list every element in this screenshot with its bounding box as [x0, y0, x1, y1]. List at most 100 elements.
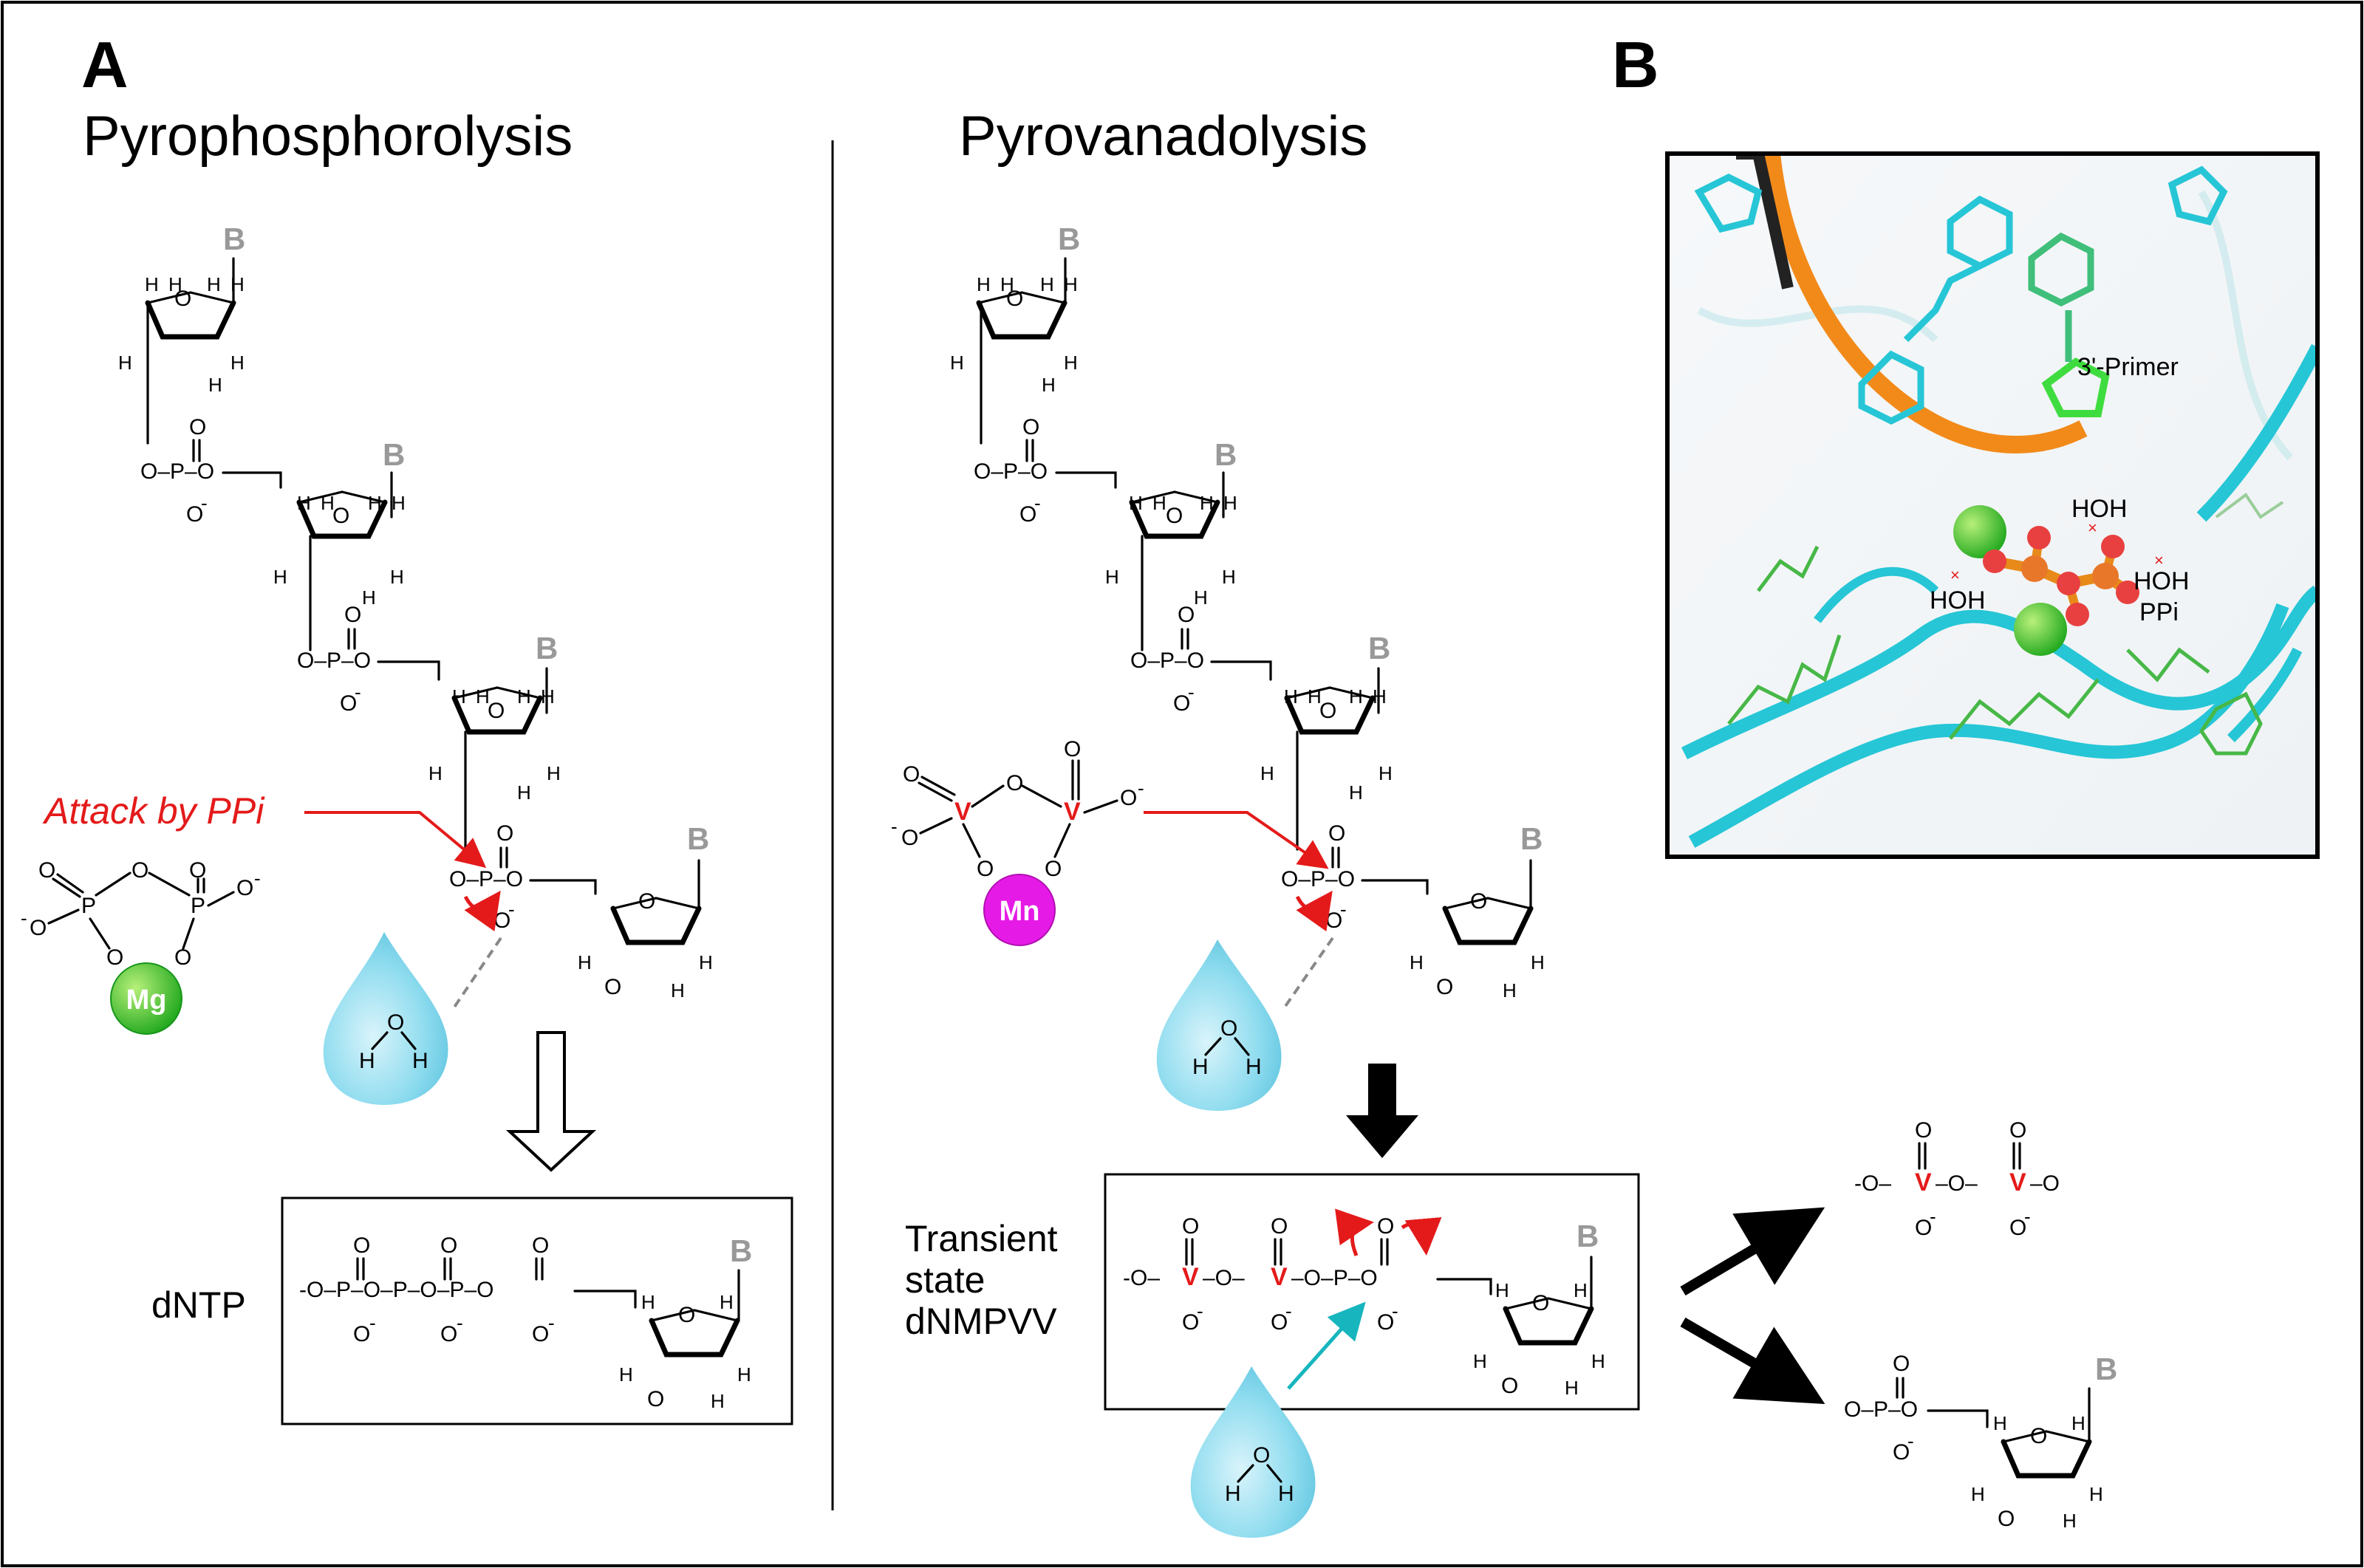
svg-text:O: O — [1045, 857, 1062, 881]
svg-text:H: H — [208, 374, 222, 396]
svg-text:H: H — [578, 951, 592, 973]
svg-text:H: H — [362, 586, 376, 609]
svg-text:O: O — [678, 1303, 695, 1327]
water-label: HOH — [2134, 567, 2190, 595]
svg-text:-: - — [21, 907, 27, 929]
svg-text:H: H — [547, 762, 561, 784]
svg-text:-: - — [1138, 777, 1144, 799]
svg-text:H: H — [1064, 352, 1078, 374]
svg-text:O: O — [1998, 1507, 2015, 1531]
svg-text:H: H — [1495, 1279, 1509, 1301]
svg-text:H: H — [1064, 273, 1078, 295]
structure-panel: × × × 3'-Primer HOH HOH HOH PPi — [1665, 151, 2320, 859]
svg-text:O: O — [1166, 504, 1183, 528]
svg-text:-: - — [1340, 898, 1347, 920]
svg-text:H: H — [1379, 762, 1393, 784]
svg-text:O: O — [1377, 1310, 1394, 1335]
svg-text:H: H — [297, 492, 311, 514]
svg-text:O: O — [1173, 691, 1190, 716]
svg-text:V: V — [1271, 1263, 1288, 1291]
svg-text:H: H — [359, 1049, 375, 1073]
svg-text:H: H — [2071, 1412, 2085, 1434]
svg-text:H: H — [1503, 979, 1517, 1002]
base-label: B — [223, 222, 245, 256]
svg-text:H: H — [1349, 781, 1363, 804]
svg-text:-: - — [201, 492, 208, 514]
svg-text:-: - — [2024, 1205, 2031, 1228]
base-label: B — [1215, 437, 1237, 472]
mn-label: Mn — [1000, 896, 1040, 927]
mg-ion — [110, 962, 182, 1035]
svg-text:O: O — [189, 415, 206, 439]
base-label: B — [1058, 222, 1080, 256]
dntp-label: dNTP — [151, 1284, 246, 1326]
svg-text:–O–: –O– — [1203, 1266, 1245, 1290]
svg-text:H: H — [1246, 1055, 1262, 1079]
svg-text:H: H — [1194, 586, 1208, 609]
base-label: B — [2095, 1352, 2117, 1386]
base-label: B — [687, 821, 709, 856]
svg-text:H: H — [619, 1363, 633, 1386]
svg-text:-: - — [1930, 1205, 1936, 1228]
svg-text:H: H — [699, 951, 713, 973]
ppi-mg-complex: O O O P P O- O- O O Mg — [21, 858, 261, 1035]
svg-text:H: H — [230, 273, 245, 295]
pyrovanadate-mn-complex: O O O V V O- O- O O Mn — [891, 737, 1144, 946]
left-title: Pyrophosphorolysis — [83, 105, 573, 168]
base-label: B — [1368, 631, 1390, 665]
svg-text:H: H — [428, 762, 443, 784]
panel-b-label: B — [1612, 28, 1659, 101]
svg-text:O: O — [1064, 737, 1081, 761]
svg-text:H: H — [2063, 1510, 2077, 1532]
svg-text:V: V — [1182, 1263, 1199, 1291]
svg-text:O: O — [1006, 771, 1023, 795]
svg-text:×: × — [2154, 551, 2164, 569]
svg-text:H: H — [517, 685, 531, 708]
svg-text:O–P–O: O–P–O — [1130, 648, 1204, 673]
svg-text:-: - — [891, 815, 898, 838]
svg-text:O: O — [1182, 1214, 1199, 1239]
svg-text:O: O — [1328, 821, 1345, 846]
svg-text:H: H — [1308, 685, 1322, 708]
svg-text:O: O — [1501, 1374, 1518, 1398]
svg-text:H: H — [207, 273, 221, 295]
svg-text:O: O — [1253, 1443, 1270, 1468]
svg-text:O: O — [440, 1322, 457, 1346]
svg-text:H: H — [1349, 685, 1363, 708]
svg-text:O: O — [1182, 1310, 1199, 1335]
svg-text:H: H — [711, 1390, 725, 1412]
svg-text:P: P — [191, 894, 205, 918]
svg-text:H: H — [541, 685, 555, 708]
svg-text:O: O — [344, 603, 361, 627]
svg-text:O: O — [186, 502, 203, 527]
svg-text:-: - — [369, 1312, 376, 1334]
attack-label: Attack by PPi — [42, 790, 265, 832]
svg-text:-O–: -O– — [1123, 1266, 1160, 1290]
svg-text:O: O — [647, 1387, 664, 1411]
svg-text:H: H — [1225, 1482, 1241, 1506]
svg-text:O: O — [1470, 889, 1487, 914]
svg-text:O: O — [2009, 1216, 2026, 1240]
svg-text:-: - — [548, 1312, 555, 1334]
svg-text:O: O — [340, 691, 357, 716]
svg-text:O: O — [106, 945, 123, 970]
svg-text:O: O — [1915, 1118, 1932, 1143]
svg-text:H: H — [641, 1291, 655, 1313]
svg-text:O: O — [387, 1010, 404, 1035]
svg-text:×: × — [1950, 566, 1960, 584]
svg-text:H: H — [1531, 951, 1545, 973]
svg-text:H: H — [1042, 374, 1056, 396]
svg-text:O: O — [332, 504, 349, 528]
svg-text:-: - — [355, 681, 361, 703]
svg-text:O: O — [2009, 1118, 2026, 1143]
svg-text:P: P — [81, 894, 96, 918]
svg-text:H: H — [950, 352, 964, 374]
svg-text:H: H — [452, 685, 466, 708]
svg-text:V: V — [1064, 798, 1081, 826]
svg-text:O: O — [353, 1322, 370, 1346]
right-title: Pyrovanadolysis — [959, 105, 1367, 168]
transient-line-3: dNMPVV — [905, 1301, 1057, 1342]
svg-text:H: H — [671, 979, 685, 1002]
